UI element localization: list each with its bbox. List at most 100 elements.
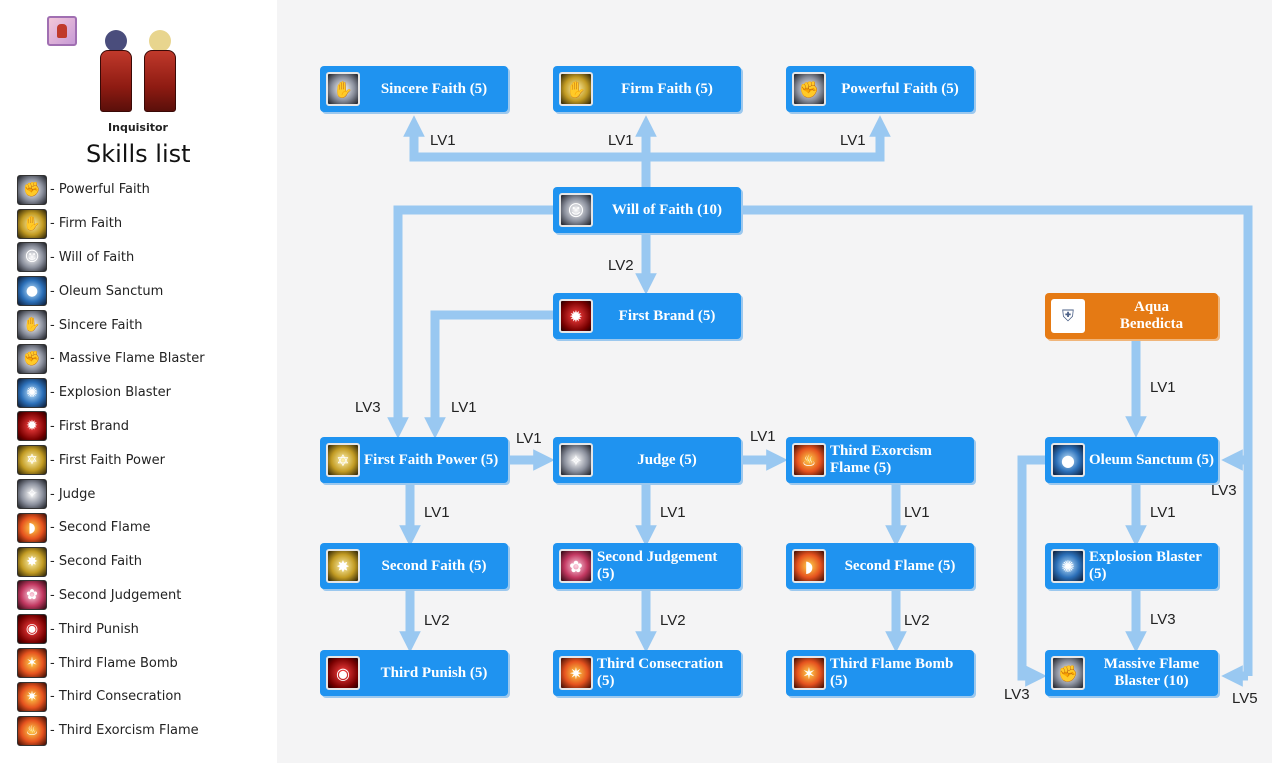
- judge-icon: ✧: [559, 443, 593, 477]
- oil-flask-icon: ●: [1051, 443, 1085, 477]
- skill-list-label: - Third Exorcism Flame: [50, 723, 199, 739]
- node-judge[interactable]: ✧ Judge (5): [553, 437, 741, 483]
- crimson-eye-icon: ◉: [17, 614, 47, 645]
- level-label: LV3: [355, 399, 381, 416]
- node-explosion-blaster[interactable]: ✺ Explosion Blaster (5): [1045, 543, 1218, 589]
- skill-list-item: ◉- Third Punish: [17, 612, 205, 646]
- level-label: LV3: [1004, 686, 1030, 703]
- level-label: LV2: [424, 612, 450, 629]
- node-aqua-benedicta[interactable]: ⛨ Aqua Benedicta: [1045, 293, 1218, 339]
- connector-to-sincere-faith: [403, 115, 646, 162]
- level-label: LV1: [750, 428, 776, 445]
- skill-list-label: - Third Flame Bomb: [50, 655, 178, 671]
- level-label: LV1: [660, 504, 686, 521]
- skill-list-item: ☺- Will of Faith: [17, 241, 205, 275]
- oil-flask-icon: ●: [17, 276, 47, 307]
- flame-fist-icon: ✊: [1051, 656, 1085, 690]
- level-label: LV2: [608, 257, 634, 274]
- skill-list-label: - Second Flame: [50, 520, 151, 536]
- skills-sidebar: Inquisitor Skills list ✊- Powerful Faith…: [0, 0, 277, 763]
- job-badge-icon: [47, 16, 77, 46]
- node-will-of-faith[interactable]: ☺ Will of Faith (10): [553, 187, 741, 233]
- node-second-flame[interactable]: ◗ Second Flame (5): [786, 543, 974, 589]
- node-oleum-sanctum[interactable]: ● Oleum Sanctum (5): [1045, 437, 1218, 483]
- level-label: LV1: [1150, 379, 1176, 396]
- level-label: LV1: [608, 132, 634, 149]
- character-sprite-female: [140, 30, 180, 118]
- shield-hand-icon: ✋: [17, 208, 47, 239]
- skill-list-item: ✸- Second Faith: [17, 545, 205, 579]
- node-third-consecration[interactable]: ✷ Third Consecration (5): [553, 650, 741, 696]
- judge-icon: ✧: [17, 479, 47, 510]
- node-sincere-faith[interactable]: ✋ Sincere Faith (5): [320, 66, 508, 112]
- skill-list-item: ✷- Third Consecration: [17, 680, 205, 714]
- level-label: LV5: [1232, 690, 1258, 707]
- skill-list-item: ♨- Third Exorcism Flame: [17, 714, 205, 748]
- skills-list-title: Skills list: [86, 140, 191, 168]
- level-label: LV3: [1211, 482, 1237, 499]
- burst-icon: ✶: [17, 648, 47, 679]
- skill-list-item: ✊- Powerful Faith: [17, 173, 205, 207]
- node-first-brand[interactable]: ✹ First Brand (5): [553, 293, 741, 339]
- level-label: LV2: [660, 612, 686, 629]
- skill-list-label: - Second Judgement: [50, 587, 182, 603]
- inferno-icon: ♨: [792, 443, 826, 477]
- skill-list-label: - Second Faith: [50, 554, 142, 570]
- holy-water-icon: ⛨: [1051, 299, 1085, 333]
- skill-list-label: - Firm Faith: [50, 216, 123, 232]
- character-class-name: Inquisitor: [108, 121, 168, 134]
- skill-list-item: ✿- Second Judgement: [17, 579, 205, 613]
- connector-will-to-right-rail: [740, 205, 1253, 676]
- inferno-icon: ♨: [17, 715, 47, 746]
- skill-list-label: - First Faith Power: [50, 452, 165, 468]
- node-powerful-faith[interactable]: ✊ Powerful Faith (5): [786, 66, 974, 112]
- praying-hands-icon: ✋: [326, 72, 360, 106]
- skill-list-item: ✺- Explosion Blaster: [17, 376, 205, 410]
- node-second-faith[interactable]: ✸ Second Faith (5): [320, 543, 508, 589]
- connector-brand-to-first-faith-power: [424, 310, 556, 439]
- skill-list-label: - Will of Faith: [50, 249, 135, 265]
- monk-icon: ☺: [559, 193, 593, 227]
- fire-sigil-icon: ✷: [559, 656, 593, 690]
- skill-list-label: - Explosion Blaster: [50, 385, 171, 401]
- skill-list-item: ✊- Massive Flame Blaster: [17, 342, 205, 376]
- flame-icon: ◗: [17, 512, 47, 543]
- node-first-faith-power[interactable]: ✡ First Faith Power (5): [320, 437, 508, 483]
- skill-list-label: - Sincere Faith: [50, 317, 143, 333]
- skill-list-label: - Powerful Faith: [50, 182, 150, 198]
- burst-icon: ✶: [792, 656, 826, 690]
- skill-list-item: ✹- First Brand: [17, 410, 205, 444]
- level-label: LV1: [516, 430, 542, 447]
- skill-list-item: ●- Oleum Sanctum: [17, 274, 205, 308]
- fire-sigil-icon: ✷: [17, 681, 47, 712]
- node-firm-faith[interactable]: ✋ Firm Faith (5): [553, 66, 741, 112]
- node-third-punish[interactable]: ◉ Third Punish (5): [320, 650, 508, 696]
- skill-list-label: - Oleum Sanctum: [50, 283, 164, 299]
- rune-circle-icon: ✿: [559, 549, 593, 583]
- hexagram-icon: ✡: [17, 445, 47, 476]
- fist-icon: ✊: [792, 72, 826, 106]
- level-label: LV1: [840, 132, 866, 149]
- flame-fist-icon: ✊: [17, 343, 47, 374]
- explosion-icon: ✺: [17, 377, 47, 408]
- skill-list-label: - Third Punish: [50, 621, 139, 637]
- level-label: LV1: [424, 504, 450, 521]
- node-third-flame-bomb[interactable]: ✶ Third Flame Bomb (5): [786, 650, 974, 696]
- node-massive-flame-blaster[interactable]: ✊ Massive Flame Blaster (10): [1045, 650, 1218, 696]
- node-second-judgement[interactable]: ✿ Second Judgement (5): [553, 543, 741, 589]
- explosion-icon: ✺: [1051, 549, 1085, 583]
- character-sprite-male: [96, 30, 136, 118]
- brand-star-icon: ✹: [17, 411, 47, 442]
- radiant-eye-icon: ✸: [17, 546, 47, 577]
- radiant-eye-icon: ✸: [326, 549, 360, 583]
- skill-tree-panel: [277, 0, 1272, 763]
- level-label: LV1: [451, 399, 477, 416]
- hexagram-icon: ✡: [326, 443, 360, 477]
- connector-oleum-to-massive: [1017, 455, 1048, 687]
- praying-hands-icon: ✋: [17, 310, 47, 341]
- skill-list-label: - Judge: [50, 486, 96, 502]
- node-third-exorcism-flame[interactable]: ♨ Third Exorcism Flame (5): [786, 437, 974, 483]
- level-label: LV3: [1150, 611, 1176, 628]
- connector-will-to-first-faith-power: [387, 205, 556, 439]
